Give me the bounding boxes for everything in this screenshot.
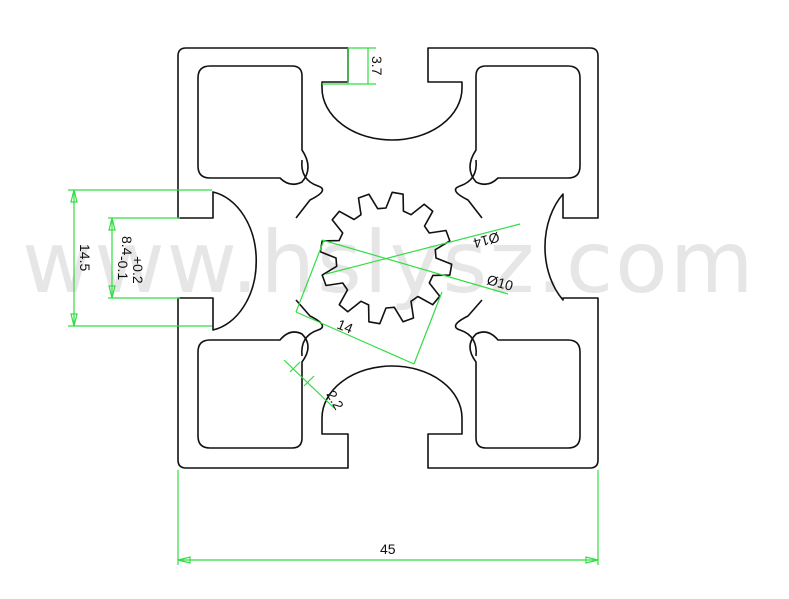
height-arrow-top <box>70 189 78 203</box>
corner-cavity-bottom-right <box>469 331 581 449</box>
opening-label: 8.4 <box>119 236 135 256</box>
inner-wall-left <box>295 159 324 219</box>
height-label: 14.5 <box>77 244 93 271</box>
cw-ext-left <box>295 239 325 313</box>
width-label: 45 <box>380 541 396 557</box>
cw-line <box>295 311 415 365</box>
height-arrow-bottom <box>70 313 78 327</box>
inner-wall-right <box>454 159 483 219</box>
d10-leader <box>321 239 509 295</box>
wall-line <box>283 359 335 409</box>
width-arrow-left <box>177 556 191 564</box>
opening-tol-plus: +0.2 <box>130 256 146 284</box>
center-spline-core <box>319 191 453 325</box>
corner-cavity-bottom-left <box>197 331 309 449</box>
watermark: www.hslysz.com <box>22 213 756 313</box>
outer-contour <box>177 47 599 469</box>
dimension-lines: 45 3.7 14.5 8.4 +0.2 -0.1 Ø14 Ø10 14 <box>68 47 599 565</box>
cw-label: 14 <box>335 316 356 337</box>
depth-label: 3.7 <box>369 56 385 76</box>
wall-tick-1 <box>289 361 301 373</box>
cw-ext-right <box>413 291 443 365</box>
d14-label: Ø14 <box>471 229 501 251</box>
d14-leader <box>325 223 521 275</box>
wall-tick-2 <box>303 375 315 387</box>
inner-wall-left-bottom <box>295 299 324 357</box>
profile-outline <box>177 47 599 469</box>
opening-arrow-top <box>108 217 116 231</box>
opening-tol-minus: -0.1 <box>115 256 131 280</box>
width-arrow-right <box>585 556 599 564</box>
corner-cavity-top-left <box>197 65 309 186</box>
opening-arrow-bottom <box>108 285 116 299</box>
corner-cavity-top-right <box>469 65 581 186</box>
inner-wall-right-bottom <box>454 299 483 357</box>
wall-label: 2.2 <box>323 388 347 413</box>
d10-label: Ø10 <box>485 271 515 293</box>
